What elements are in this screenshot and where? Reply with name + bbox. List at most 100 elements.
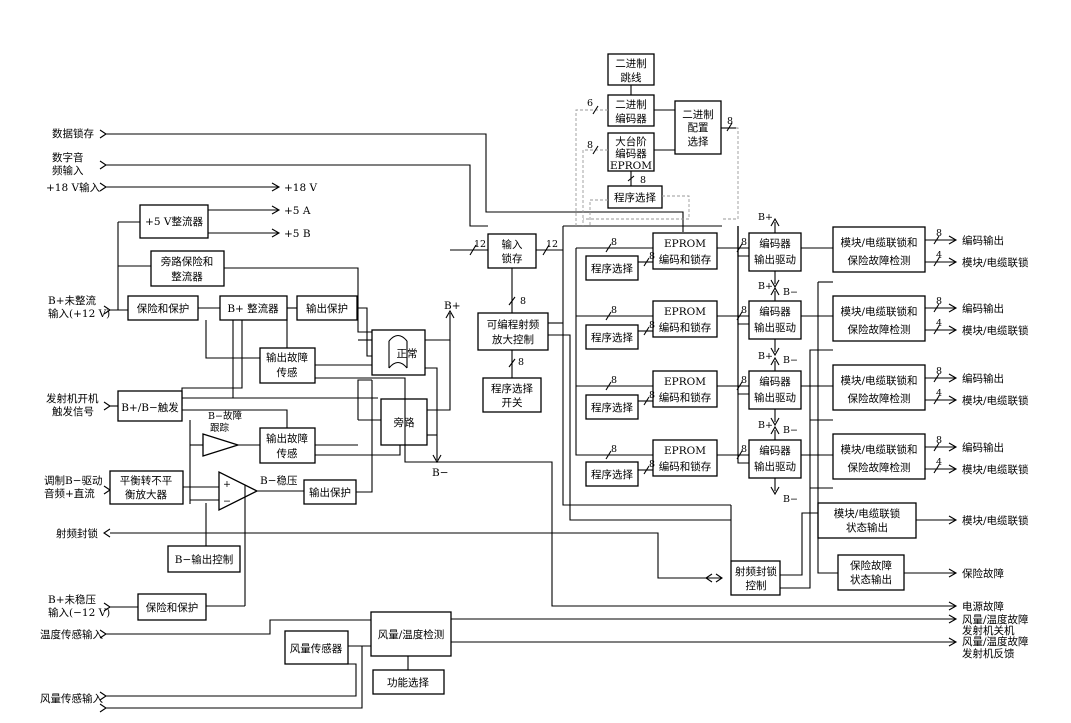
enc-latch-ch1-text: 编码和锁存	[659, 253, 712, 266]
bplus-relay-label: B+	[444, 300, 461, 312]
ch1-bus-e: 4	[936, 250, 942, 261]
bus-8-cfg: 8	[727, 116, 733, 127]
prog-select-ch2-text: 程序选择	[591, 331, 633, 344]
channel-3: 程序选择 EPROM 编码和锁存 编码器 输出驱动 模块/电缆联锁和 保险故障检…	[576, 226, 955, 436]
encoder-driver-ch3-text: 编码器	[759, 375, 791, 388]
ch3-bus-a: 8	[611, 375, 617, 386]
eprom-ch4	[652, 439, 718, 477]
tx-off-out: 发射机关机	[962, 624, 1015, 637]
air-sensor-text: 风量传感器	[290, 642, 343, 655]
bus-8-sw: 8	[518, 357, 524, 368]
ch1-bus-b: 8	[649, 251, 655, 262]
mod-cable-2: 模块/电缆联锁	[962, 324, 1029, 337]
prog-select-switch-text-2: 开关	[502, 396, 523, 409]
encoder-driver-ch3-text-2: 输出驱动	[754, 391, 796, 404]
power-fault-out: 电源故障	[962, 600, 1004, 613]
channel-1: 程序选择 EPROM 编码和锁存 编码器 输出驱动 模块/电缆联锁和 保险故障检…	[576, 212, 955, 298]
bplus-up-arrow	[445, 309, 455, 319]
function-select-text: 功能选择	[387, 676, 429, 689]
mod-interlock-ch3-text: 模块/电缆联锁和	[840, 374, 917, 387]
mod-cable-3: 模块/电缆联锁	[962, 394, 1029, 407]
prog-rf-ctrl-block	[477, 312, 549, 351]
binary-config-block	[674, 100, 722, 155]
big-step-encoder-text: 大台阶	[615, 135, 647, 148]
big-step-encoder-text-3: EPROM	[610, 160, 652, 172]
input-latch-text-2: 锁存	[502, 252, 523, 265]
trigger-block	[117, 390, 183, 422]
tx-feedback-out: 发射机反馈	[962, 647, 1015, 660]
air-temp-arrow-2	[948, 637, 958, 647]
bout-ctrl-block	[167, 545, 241, 573]
fuse2-wires	[110, 605, 245, 608]
mod-cable-1: 模块/电缆联锁	[962, 256, 1029, 269]
output-protect2-text: 输出保护	[309, 486, 351, 499]
rf-lock-wire	[110, 532, 722, 579]
enc-out-2: 编码输出	[962, 302, 1004, 315]
enc-latch-ch2-text: 编码和锁存	[659, 321, 712, 334]
enc-out-4: 编码输出	[962, 441, 1004, 454]
latch-wires	[450, 225, 731, 506]
mod-interlock-ch2-text-2: 保险故障检测	[848, 323, 911, 336]
eprom-ch3	[652, 370, 718, 408]
relay-contact-bottom	[388, 361, 408, 369]
bypass-fuse-text-2: 整流器	[171, 270, 203, 283]
encoder-driver-ch2-text-2: 输出驱动	[754, 321, 796, 334]
bfault-track-text: B−故障	[208, 410, 242, 422]
tx-on-label-2: 触发信号	[52, 405, 94, 418]
mod-interlock-ch1-text-2: 保险故障检测	[848, 254, 911, 267]
bfault-amp-triangle	[202, 433, 241, 457]
p5b-rail: +5 B	[284, 228, 311, 240]
air-temp-fault2-out: 风量/温度故障	[962, 635, 1029, 648]
binary-config-text-3: 选择	[688, 135, 709, 148]
encoder-driver-ch2-text: 编码器	[759, 305, 791, 318]
prog-select-switch-text: 程序选择	[491, 382, 533, 395]
eprom-ch2	[652, 300, 718, 338]
encoder-driver-ch1-text-2: 输出驱动	[754, 253, 796, 266]
ch3-bus-d: 8	[936, 366, 942, 377]
p18v-input-label: +18 V输入	[46, 181, 101, 194]
ch4-bus-b: 8	[649, 459, 655, 470]
air-temp-detect-text: 风量/温度检测	[378, 628, 445, 641]
normal-relay-text: 正常	[397, 347, 418, 360]
bplus-rectifier-text: B+ 整流器	[227, 302, 279, 315]
input-latch-block	[487, 233, 537, 269]
bypass-relay-text: 旁路	[394, 416, 415, 429]
bminus-relay-label: B−	[432, 467, 449, 479]
prog-select-ch3-text: 程序选择	[591, 401, 633, 414]
ch3-bplus: B+	[758, 351, 773, 362]
prog-select-ch1	[585, 255, 639, 281]
eprom-ch3-text: EPROM	[664, 376, 706, 388]
ch1-bus-d: 8	[936, 228, 942, 239]
trigger-wires	[182, 397, 378, 430]
right-output-arrows	[948, 235, 958, 578]
binary-config-text: 二进制	[682, 108, 714, 121]
encoder-driver-ch4-text: 编码器	[759, 444, 791, 457]
bypass-fuse-rect-block	[150, 250, 225, 287]
reg-5v-text: +5 V整流器	[145, 215, 203, 228]
mod-cable-status-out: 模块/电缆联锁	[962, 514, 1029, 527]
eprom-ch4-text: EPROM	[664, 445, 706, 457]
breg-wires	[190, 485, 304, 606]
eprom-ch1-text: EPROM	[664, 238, 706, 250]
relay-rails	[357, 313, 451, 460]
p5a-rail: +5 A	[284, 205, 311, 217]
output-fault-sense2-text-2: 传感	[277, 447, 298, 460]
mod-drive-label: 调制B−驱动	[44, 474, 103, 487]
mod-interlock-ch3	[832, 364, 926, 411]
bus-12-in: 12	[474, 239, 486, 250]
enc-out-1: 编码输出	[962, 234, 1004, 247]
ch3-bus-e: 4	[936, 388, 942, 399]
bfault-wires	[189, 420, 260, 504]
ch2-bus-a: 8	[611, 305, 617, 316]
binary-encoder-text-2: 编码器	[615, 112, 647, 125]
rf-lock-ctrl-text-2: 控制	[746, 579, 767, 592]
binary-config-text-2: 配置	[688, 122, 709, 134]
ch4-bus-e: 4	[936, 457, 942, 468]
breg-text: B−稳压	[260, 474, 298, 487]
prog-rf-ctrl-text: 可编程射频	[487, 318, 540, 331]
ch4-bminus: B−	[783, 494, 798, 505]
fuse-status-text: 保险故障	[850, 559, 892, 572]
function-select-block	[372, 669, 445, 695]
tx-on-label: 发射机开机	[46, 392, 99, 405]
channel-4: 程序选择 EPROM 编码和锁存 编码器 输出驱动 模块/电缆联锁和 保险故障检…	[575, 226, 955, 505]
